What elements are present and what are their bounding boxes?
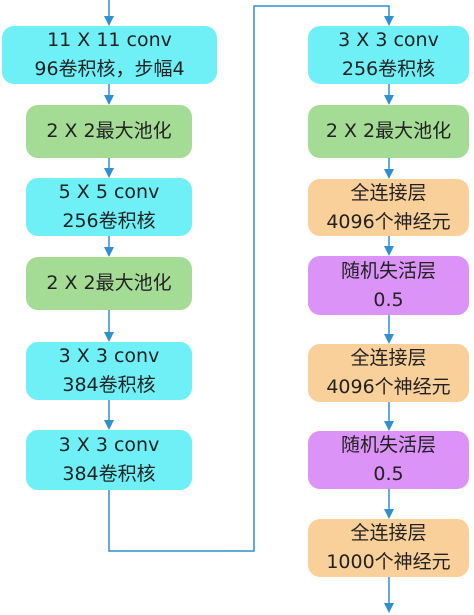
layer-dropout1: 随机失活层 0.5: [308, 256, 469, 315]
layer-fc3-detail: 1000个神经元: [326, 551, 451, 573]
layer-fc3-title: 全连接层: [350, 522, 427, 544]
layer-pool1-title: 2 X 2最大池化: [46, 120, 172, 142]
layer-conv2-title: 5 X 5 conv: [58, 181, 160, 203]
layer-conv3-detail: 384卷积核: [62, 374, 156, 396]
layer-conv4-detail: 384卷积核: [62, 463, 156, 485]
layer-dropout1-title: 随机失活层: [340, 259, 436, 282]
layer-conv3: 3 X 3 conv 384卷积核: [26, 342, 192, 400]
layer-conv2: 5 X 5 conv 256卷积核: [26, 178, 192, 236]
layer-fc2: 全连接层 4096个神经元: [308, 344, 469, 402]
layer-conv2-detail: 256卷积核: [62, 210, 156, 232]
layer-fc3: 全连接层 1000个神经元: [308, 519, 469, 577]
layer-dropout1-detail: 0.5: [373, 288, 404, 311]
layer-conv1-detail: 96卷积核，步幅4: [34, 58, 185, 80]
layer-fc1-detail: 4096个神经元: [326, 210, 451, 233]
layer-conv1-title: 11 X 11 conv: [47, 29, 172, 51]
layer-conv5-title: 3 X 3 conv: [338, 29, 439, 51]
layer-pool2-title: 2 X 2最大池化: [46, 272, 172, 294]
layer-conv4: 3 X 3 conv 384卷积核: [26, 430, 192, 490]
layer-conv5: 3 X 3 conv 256卷积核: [308, 26, 469, 84]
layer-pool3-title: 2 X 2最大池化: [325, 120, 452, 142]
layer-fc2-detail: 4096个神经元: [326, 376, 451, 398]
layer-fc1-title: 全连接层: [350, 181, 427, 204]
layer-conv3-title: 3 X 3 conv: [58, 345, 160, 367]
layer-dropout2: 随机失活层 0.5: [308, 431, 469, 489]
layer-conv1: 11 X 11 conv 96卷积核，步幅4: [2, 26, 217, 84]
arrow-left-to-right: [108, 5, 394, 552]
layer-conv5-detail: 256卷积核: [341, 58, 436, 80]
layer-fc1: 全连接层 4096个神经元: [308, 179, 469, 236]
layer-dropout2-title: 随机失活层: [340, 434, 436, 456]
layer-pool2: 2 X 2最大池化: [26, 257, 192, 310]
layer-pool3: 2 X 2最大池化: [308, 105, 469, 158]
layer-pool1: 2 X 2最大池化: [26, 105, 192, 158]
layer-fc2-title: 全连接层: [350, 347, 427, 369]
layer-dropout2-detail: 0.5: [373, 463, 404, 485]
layer-conv4-title: 3 X 3 conv: [58, 434, 160, 456]
